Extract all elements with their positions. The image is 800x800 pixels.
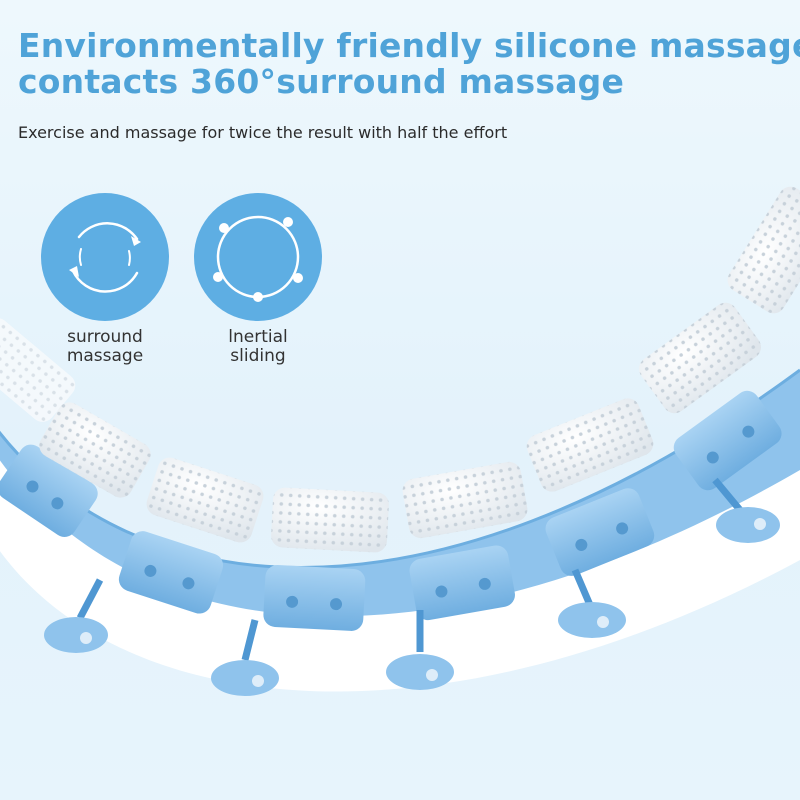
silicone-pad	[727, 186, 800, 314]
feature-label-line-2: sliding	[230, 346, 286, 366]
hoop-segment	[673, 390, 782, 491]
silicone-pad	[271, 487, 389, 553]
hoop-segment	[545, 488, 655, 576]
weight-tab	[386, 610, 454, 690]
silicone-pad	[39, 402, 151, 498]
segment-group	[0, 390, 782, 631]
rotation-arrows-graphic	[69, 222, 141, 293]
feature-label-line-1: lnertial	[228, 327, 288, 347]
weight-tab-group	[44, 477, 780, 696]
rotation-arrows-icon	[41, 193, 169, 321]
subtitle: Exercise and massage for twice the resul…	[18, 123, 508, 142]
weight-tab	[211, 619, 279, 696]
feature-inertial-sliding: lnertial sliding	[193, 193, 323, 366]
hoop-segment	[0, 444, 98, 537]
feature-label-surround-massage: surround massage	[40, 328, 170, 366]
silicone-pad	[526, 398, 654, 492]
weight-tab	[712, 477, 780, 543]
silicone-pad	[146, 457, 264, 543]
feature-surround-massage: surround massage	[40, 193, 170, 366]
orbit-dots-icon	[194, 193, 322, 321]
hoop-segment	[263, 565, 366, 631]
orbit-dots-graphic	[213, 215, 303, 302]
silicone-pad	[639, 302, 761, 414]
headline: Environmentally friendly silicone massag…	[18, 26, 800, 101]
hoop-segment	[118, 531, 224, 614]
feature-label-inertial-sliding: lnertial sliding	[193, 328, 323, 366]
silicone-pad	[402, 461, 528, 539]
feature-label-line-1: surround	[67, 327, 143, 347]
headline-line-1: Environmentally friendly silicone massag…	[18, 26, 800, 65]
feature-label-line-2: massage	[66, 346, 144, 366]
headline-line-2: contacts 360°surround massage	[18, 62, 625, 101]
weight-tab	[558, 568, 626, 638]
hoop-segment	[409, 545, 515, 621]
weight-tab	[44, 578, 108, 653]
